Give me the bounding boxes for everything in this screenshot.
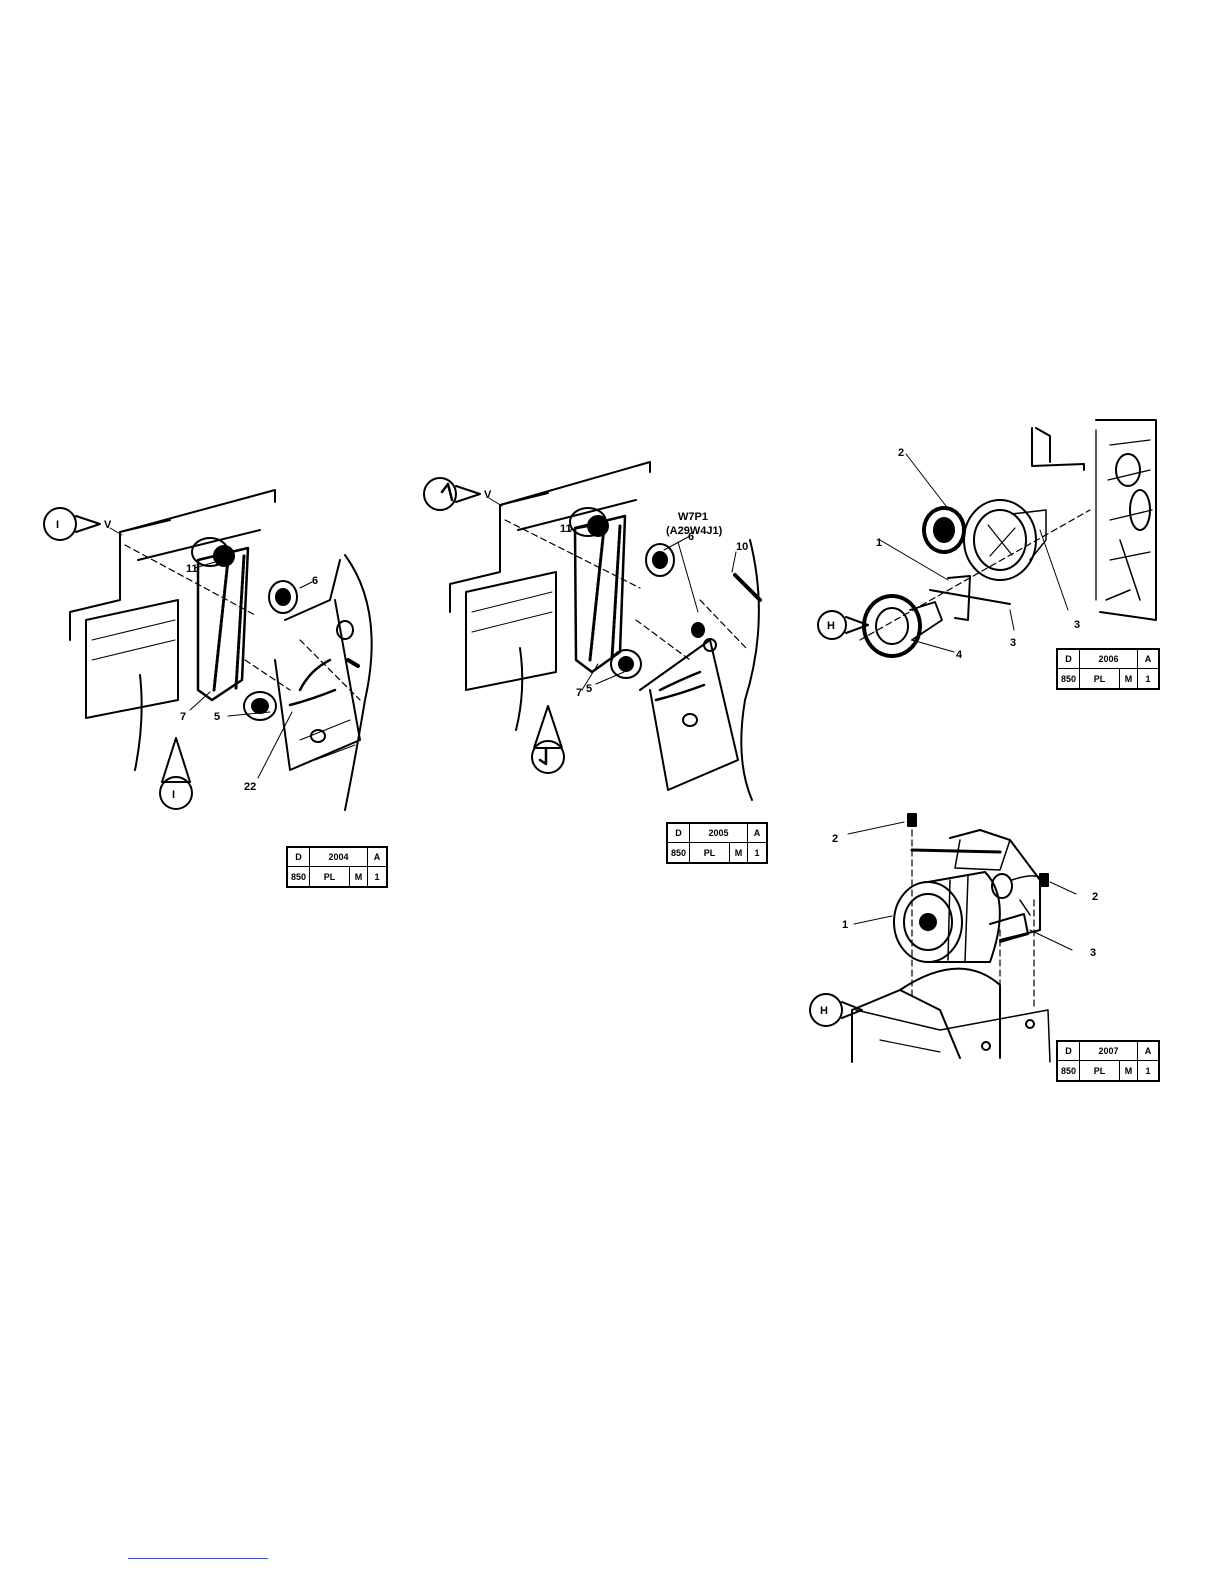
ref-cell: 2005 — [690, 824, 748, 843]
callout-5-fig1: 5 — [214, 711, 220, 723]
ref-cell: 2007 — [1080, 1042, 1138, 1061]
ref-cell: A — [1138, 650, 1158, 669]
footer-rule — [128, 1558, 268, 1559]
callout-7-fig1: 7 — [180, 711, 186, 723]
callout-1-fig3: 1 — [876, 537, 882, 549]
ref-cell: 2004 — [310, 848, 368, 867]
callout-10-fig2: 10 — [736, 541, 748, 553]
callout-v-fig1: V — [104, 519, 112, 531]
ref-cell: M — [1120, 669, 1138, 688]
ref-cell: A — [368, 848, 386, 867]
ref-cell: A — [1138, 1042, 1158, 1061]
ref-cell: 850 — [1058, 669, 1080, 688]
ref-cell: M — [730, 843, 748, 862]
part-label-w7p1: W7P1 — [678, 511, 708, 523]
part-sub-a29w4j1: (A29W4J1) — [666, 525, 723, 537]
ref-cell: PL — [690, 843, 730, 862]
ref-cell: PL — [1080, 1061, 1120, 1080]
callout-11-fig2: 11 — [560, 523, 572, 535]
ref-cell: PL — [310, 867, 350, 886]
callout-2a-fig4: 2 — [832, 833, 838, 845]
ref-cell: M — [1120, 1061, 1138, 1080]
callout-3a-fig3: 3 — [1010, 637, 1016, 649]
ref-cell: D — [668, 824, 690, 843]
view-mark-h-fig3: H — [827, 620, 835, 632]
ref-cell: 1 — [748, 843, 766, 862]
callout-2b-fig4: 2 — [1092, 891, 1098, 903]
ref-cell: 2006 — [1080, 650, 1138, 669]
ref-cell: D — [1058, 1042, 1080, 1061]
callout-v-fig2: V — [484, 489, 492, 501]
ref-cell: D — [1058, 650, 1080, 669]
ref-cell: 850 — [668, 843, 690, 862]
ref-cell: 850 — [1058, 1061, 1080, 1080]
figure-2006-drawing — [818, 420, 1156, 656]
callout-22-fig1: 22 — [244, 781, 256, 793]
callout-4-fig3: 4 — [956, 649, 963, 661]
view-mark-h-fig4: H — [820, 1005, 828, 1017]
ref-cell: 1 — [1138, 1061, 1158, 1080]
callout-6-fig1: 6 — [312, 575, 318, 587]
ref-box-2004: D 2004 A 850 PL M 1 — [286, 846, 388, 888]
callout-5-fig2: 5 — [586, 683, 592, 695]
callout-1-fig4: 1 — [842, 919, 848, 931]
figure-2005-drawing — [424, 462, 760, 800]
ref-cell: D — [288, 848, 310, 867]
callout-11-fig1: 11 — [186, 563, 198, 575]
ref-cell: 1 — [368, 867, 386, 886]
ref-box-2007: D 2007 A 850 PL M 1 — [1056, 1040, 1160, 1082]
ref-cell: A — [748, 824, 766, 843]
view-mark-i-left: I — [56, 519, 59, 531]
ref-cell: PL — [1080, 669, 1120, 688]
callout-2-fig3: 2 — [898, 447, 904, 459]
ref-box-2006: D 2006 A 850 PL M 1 — [1056, 648, 1160, 690]
callout-7-fig2: 7 — [576, 687, 582, 699]
ref-cell: M — [350, 867, 368, 886]
figure-2007-drawing — [810, 814, 1076, 1062]
callout-3b-fig3: 3 — [1074, 619, 1080, 631]
view-mark-i-bottom: I — [172, 789, 175, 801]
ref-cell: 850 — [288, 867, 310, 886]
callout-3-fig4: 3 — [1090, 947, 1096, 959]
ref-cell: 1 — [1138, 669, 1158, 688]
ref-box-2005: D 2005 A 850 PL M 1 — [666, 822, 768, 864]
figure-2004-drawing — [44, 490, 372, 810]
